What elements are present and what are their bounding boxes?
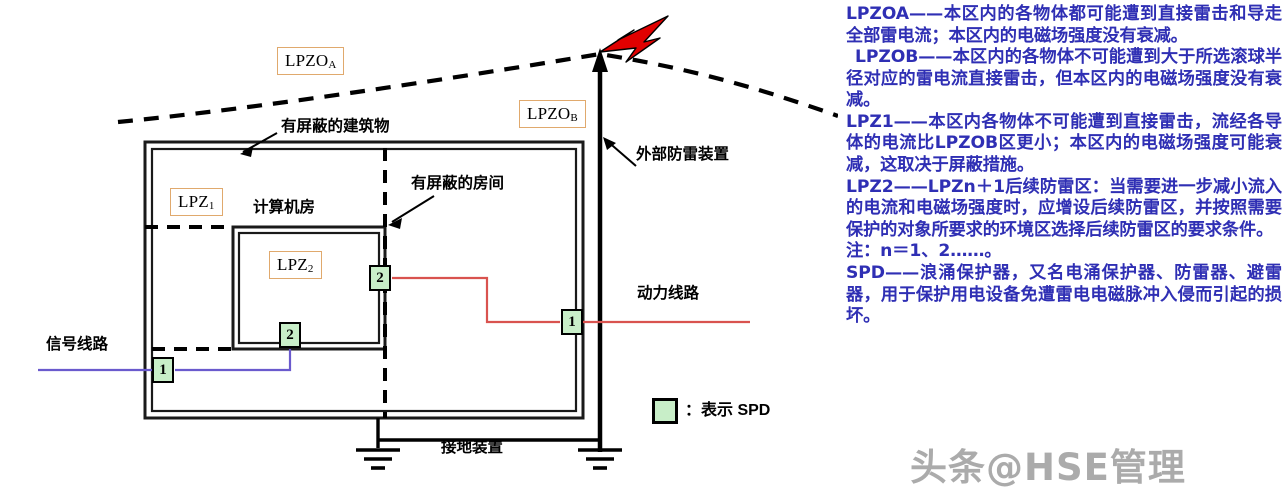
zone-tag-lpz1-sub: 1	[208, 200, 215, 212]
label-shielded-room: 有屏蔽的房间	[411, 175, 505, 192]
spd-legend: ：表示 SPD	[652, 398, 770, 424]
room-outer-wall	[231, 225, 387, 351]
zone-tag-lpzoa: LPZOA	[277, 47, 345, 75]
spd-marker-power-outer: 1	[561, 309, 583, 335]
lightning-bolt-icon	[599, 15, 669, 63]
zone-tag-lpz2-text: LPZ	[277, 255, 308, 274]
zone-tag-lpzoa-text: LPZO	[285, 51, 329, 70]
zone-tag-lpz1: LPZ1	[170, 188, 223, 216]
description-paragraph-lpzob: LPZOB——本区内的各物体不可能遭到大于所选滚球半径对应的雷电流直接雷击，但本…	[846, 47, 1282, 111]
rolling-sphere-boundary	[117, 51, 838, 125]
power-line-internal	[392, 276, 560, 324]
diagram-panel: LPZOA LPZOB LPZ1 LPZ2 有屏蔽的建筑物 有屏蔽的房间 计算机…	[38, 15, 838, 470]
description-paragraph-lpzoa: LPZOA——本区内的各物体都可能遭到直接雷击和导走全部雷电流；本区内的电磁场强…	[846, 4, 1282, 46]
zone-tag-lpzoa-sub: A	[328, 59, 337, 71]
leader-arrow-shielded-room	[388, 218, 402, 229]
label-grounding-device: 接地装置	[441, 439, 504, 456]
zone-tag-lpz2-sub: 2	[307, 263, 314, 275]
building-outer-wall	[143, 140, 585, 420]
description-paragraph-spd: SPD——浪涌保护器，又名电涌保护器、防雷器、避雷器，用于保护用电设备免遭雷电电…	[846, 262, 1282, 327]
building-inner-wall	[150, 147, 578, 413]
zone-tag-lpz1-text: LPZ	[178, 192, 209, 211]
label-external-lps: 外部防雷装置	[636, 146, 730, 163]
spd-legend-swatch	[652, 398, 678, 424]
leader-shielded-room	[391, 195, 435, 223]
leader-arrow-external-lps	[603, 137, 616, 150]
description-paragraph-lpz1: LPZ1——本区内各物体不可能遭到直接雷击，流经各导体的电流比LPZOB区更小；…	[846, 111, 1282, 176]
description-paragraph-note: 注：n＝1、2……。	[846, 241, 1002, 262]
zone-tag-lpzob: LPZOB	[519, 100, 586, 128]
label-power-line: 动力线路	[637, 285, 700, 302]
description-text-panel: LPZOA——本区内的各物体都可能遭到直接雷击和导走全部雷电流；本区内的电磁场强…	[838, 0, 1284, 496]
air-terminal-tip	[592, 48, 608, 72]
spd-marker-signal-outer: 1	[152, 357, 174, 383]
label-signal-line: 信号线路	[46, 336, 109, 353]
label-shielded-building: 有屏蔽的建筑物	[281, 118, 390, 135]
description-paragraph-lpz2: LPZ2——LPZn＋1后续防雷区：当需要进一步减小流入的电流和电磁场强度时，应…	[846, 176, 1282, 240]
zone-tag-lpzob-text: LPZO	[527, 104, 571, 123]
label-computer-room: 计算机房	[253, 199, 316, 216]
spd-legend-text: ：表示 SPD	[685, 402, 771, 419]
room-inner-wall	[237, 231, 381, 345]
zone-tag-lpzob-sub: B	[570, 112, 578, 124]
signal-line-internal	[175, 349, 292, 372]
zone-tag-lpz2: LPZ2	[269, 251, 322, 279]
spd-marker-power-inner: 2	[369, 265, 391, 291]
spd-marker-signal-inner: 2	[279, 322, 301, 348]
diagram-canvas	[38, 15, 838, 470]
leader-arrow-shielded-building	[240, 147, 253, 157]
leader-shielded-building	[242, 132, 278, 153]
